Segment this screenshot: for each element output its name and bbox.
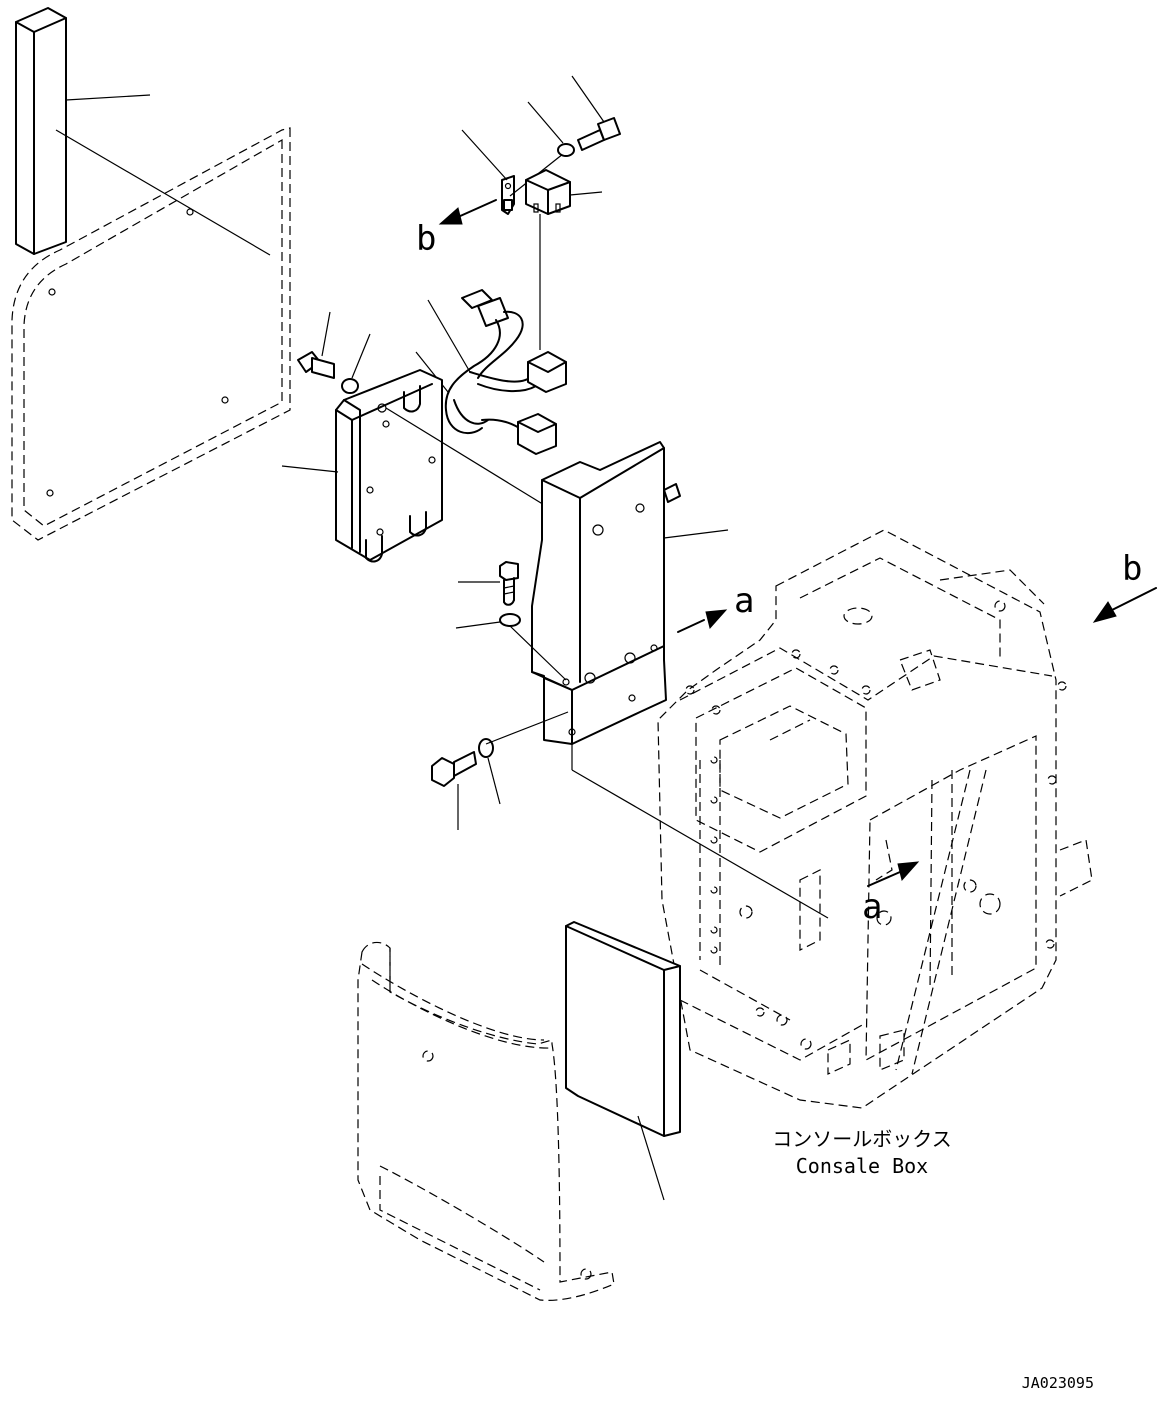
leader-line-foam-strip <box>65 94 151 101</box>
leader-line-washer-mid <box>455 621 501 629</box>
wiring-harness <box>444 289 567 455</box>
bolt-mid <box>499 561 519 606</box>
lower-cover <box>357 941 615 1301</box>
leader-line-cover-bracket <box>663 529 729 539</box>
bolt-top <box>577 117 621 151</box>
arrow-b-left <box>438 199 497 225</box>
label-a-center: a <box>734 581 754 621</box>
label-a-console: a <box>862 887 882 927</box>
console-box-label-en: Consale Box <box>796 1154 928 1178</box>
leader-line-foam-pad <box>637 1115 665 1201</box>
arrow-a-center <box>677 609 728 633</box>
leader-line-washer-low <box>487 757 501 805</box>
console-box <box>657 529 1093 1109</box>
foam-pad <box>565 921 681 1137</box>
label-b-right: b <box>1122 549 1142 589</box>
leader-line-washer-controller <box>351 333 371 379</box>
leader-line-washer-top <box>527 101 564 144</box>
leader-line-bolt-top <box>571 75 605 123</box>
arrow-b-right <box>1092 587 1157 623</box>
leader-line-panel <box>55 129 271 256</box>
washer-top <box>557 143 575 157</box>
leader-line-bolt-controller <box>321 311 331 357</box>
bolt-controller <box>297 351 335 379</box>
label-b-left: b <box>416 219 436 259</box>
console-box-label-jp: コンソールボックス <box>772 1127 951 1151</box>
washer-controller <box>341 378 359 394</box>
washer-low <box>478 738 494 758</box>
bolt-low <box>431 751 477 787</box>
leader-line-controller <box>281 465 339 473</box>
washer-mid <box>499 613 521 627</box>
arrow-a-console <box>867 861 920 887</box>
leader-line-relay <box>569 191 603 196</box>
bracket-b <box>501 175 515 215</box>
controller-unit <box>335 369 443 563</box>
foam-strip <box>15 7 67 255</box>
relay <box>525 169 571 215</box>
drawing-id: JA023095 <box>1022 1374 1094 1392</box>
leader-line-bracket <box>461 129 508 181</box>
leader-line-harness-1 <box>427 299 471 373</box>
side-panel <box>11 127 291 541</box>
cover-bracket <box>531 441 681 745</box>
